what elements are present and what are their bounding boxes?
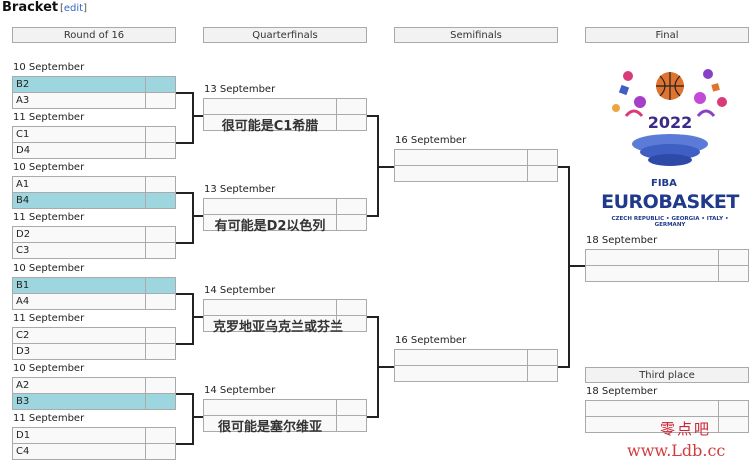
score-slot (527, 349, 558, 366)
team-slot: D2 (12, 226, 146, 243)
team-slot (394, 165, 528, 182)
score-slot (336, 415, 367, 432)
score-slot (145, 142, 176, 159)
team-slot (585, 400, 719, 417)
team-slot: A1 (12, 176, 146, 193)
score-slot (336, 399, 367, 416)
score-slot (336, 198, 367, 215)
score-slot (145, 327, 176, 344)
score-slot (336, 98, 367, 115)
match-date: 11 September (13, 413, 85, 424)
team-slot: B3 (12, 393, 146, 410)
score-slot (145, 293, 176, 310)
team-slot: B2 (12, 76, 146, 93)
match-date: 10 September (13, 263, 85, 274)
team-slot (585, 249, 719, 266)
match-date: 11 September (13, 313, 85, 324)
score-slot (145, 192, 176, 209)
score-slot (145, 126, 176, 143)
logo-year: 2022 (648, 113, 693, 132)
team-slot (203, 399, 337, 416)
team-slot (203, 299, 337, 316)
score-slot (145, 76, 176, 93)
logo-name: EUROBASKET (601, 191, 739, 213)
team-slot (585, 265, 719, 282)
edit-link[interactable]: edit (63, 3, 84, 14)
match-date: 10 September (13, 162, 85, 173)
logo-hosts: CZECH REPUBLIC • GEORGIA • ITALY • GERMA… (611, 216, 729, 228)
match-date: 16 September (395, 135, 467, 146)
score-slot (336, 114, 367, 131)
match-date: 11 September (13, 112, 85, 123)
annotation: 很可能是塞尔维亚 (217, 420, 322, 435)
team-slot: D3 (12, 343, 146, 360)
team-slot: D1 (12, 427, 146, 444)
match-date: 18 September (586, 386, 658, 397)
annotation: 很可能是C1希腊 (221, 119, 319, 134)
score-slot (145, 92, 176, 109)
score-slot (527, 149, 558, 166)
team-slot: A3 (12, 92, 146, 109)
score-slot (145, 377, 176, 394)
score-slot (336, 315, 367, 332)
score-slot (718, 249, 749, 266)
team-slot (203, 198, 337, 215)
team-slot: A2 (12, 377, 146, 394)
team-slot: C1 (12, 126, 146, 143)
team-slot: C2 (12, 327, 146, 344)
logo-graphic: 2022 (612, 69, 727, 166)
match-date: 10 September (13, 62, 85, 73)
team-slot (394, 349, 528, 366)
team-slot: A4 (12, 293, 146, 310)
team-slot: C4 (12, 443, 146, 460)
match-date: 11 September (13, 212, 85, 223)
match-date: 14 September (204, 385, 276, 396)
match-date: 13 September (204, 184, 276, 195)
team-slot: B1 (12, 277, 146, 294)
team-slot: C3 (12, 242, 146, 259)
header-final: Final (585, 27, 749, 43)
header-round-of-16: Round of 16 (12, 27, 176, 43)
edit-link-wrapper: [edit] (60, 3, 88, 14)
match-date: 13 September (204, 84, 276, 95)
logo-org: FIBA (651, 178, 677, 189)
team-slot: D4 (12, 142, 146, 159)
match-date: 16 September (395, 335, 467, 346)
team-slot (394, 365, 528, 382)
header-semifinals: Semifinals (394, 27, 558, 43)
match-date: 10 September (13, 363, 85, 374)
score-slot (718, 400, 749, 417)
match-date: 18 September (586, 235, 658, 246)
header-third-place: Third place (585, 367, 749, 383)
score-slot (718, 265, 749, 282)
annotation: 有可能是D2以色列 (214, 219, 326, 234)
annotation: 克罗地亚乌克兰或芬兰 (212, 320, 343, 335)
score-slot (527, 365, 558, 382)
score-slot (145, 226, 176, 243)
team-slot: B4 (12, 192, 146, 209)
page-title: Bracket (2, 0, 59, 15)
watermark-cn: 零点吧 (660, 420, 712, 438)
score-slot (336, 299, 367, 316)
score-slot (145, 393, 176, 410)
score-slot (145, 242, 176, 259)
score-slot (145, 343, 176, 360)
score-slot (145, 176, 176, 193)
score-slot (336, 214, 367, 231)
score-slot (718, 416, 749, 433)
header-quarterfinals: Quarterfinals (203, 27, 367, 43)
match-date: 14 September (204, 285, 276, 296)
score-slot (145, 443, 176, 460)
score-slot (145, 427, 176, 444)
score-slot (527, 165, 558, 182)
watermark-url: www.Ldb.cc (627, 441, 726, 460)
team-slot (394, 149, 528, 166)
eurobasket-logo: 2022 FIBA EUROBASKET CZECH REPUBLIC • GE… (596, 52, 744, 232)
score-slot (145, 277, 176, 294)
team-slot (203, 98, 337, 115)
